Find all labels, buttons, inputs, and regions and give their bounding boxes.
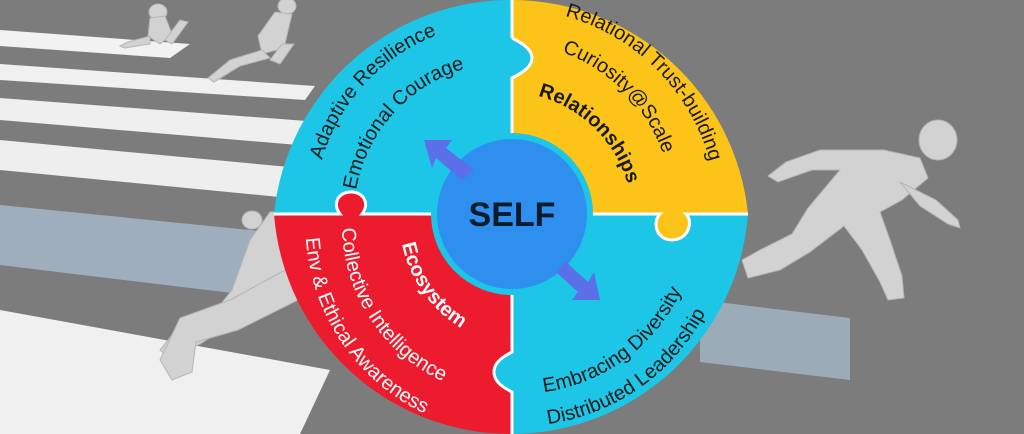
arrow-lower-right-icon <box>556 262 600 300</box>
center-label: SELF <box>469 196 556 234</box>
runner-figure-2 <box>207 0 297 83</box>
runner-figure-1 <box>118 3 189 49</box>
runner-figure-4 <box>741 119 961 301</box>
direction-arrows <box>424 140 600 300</box>
center-circle <box>431 133 593 295</box>
arrow-upper-left-icon <box>424 140 474 180</box>
runner-figure-3 <box>159 210 301 381</box>
runner-figures <box>118 0 961 381</box>
background-scenery <box>0 30 850 434</box>
